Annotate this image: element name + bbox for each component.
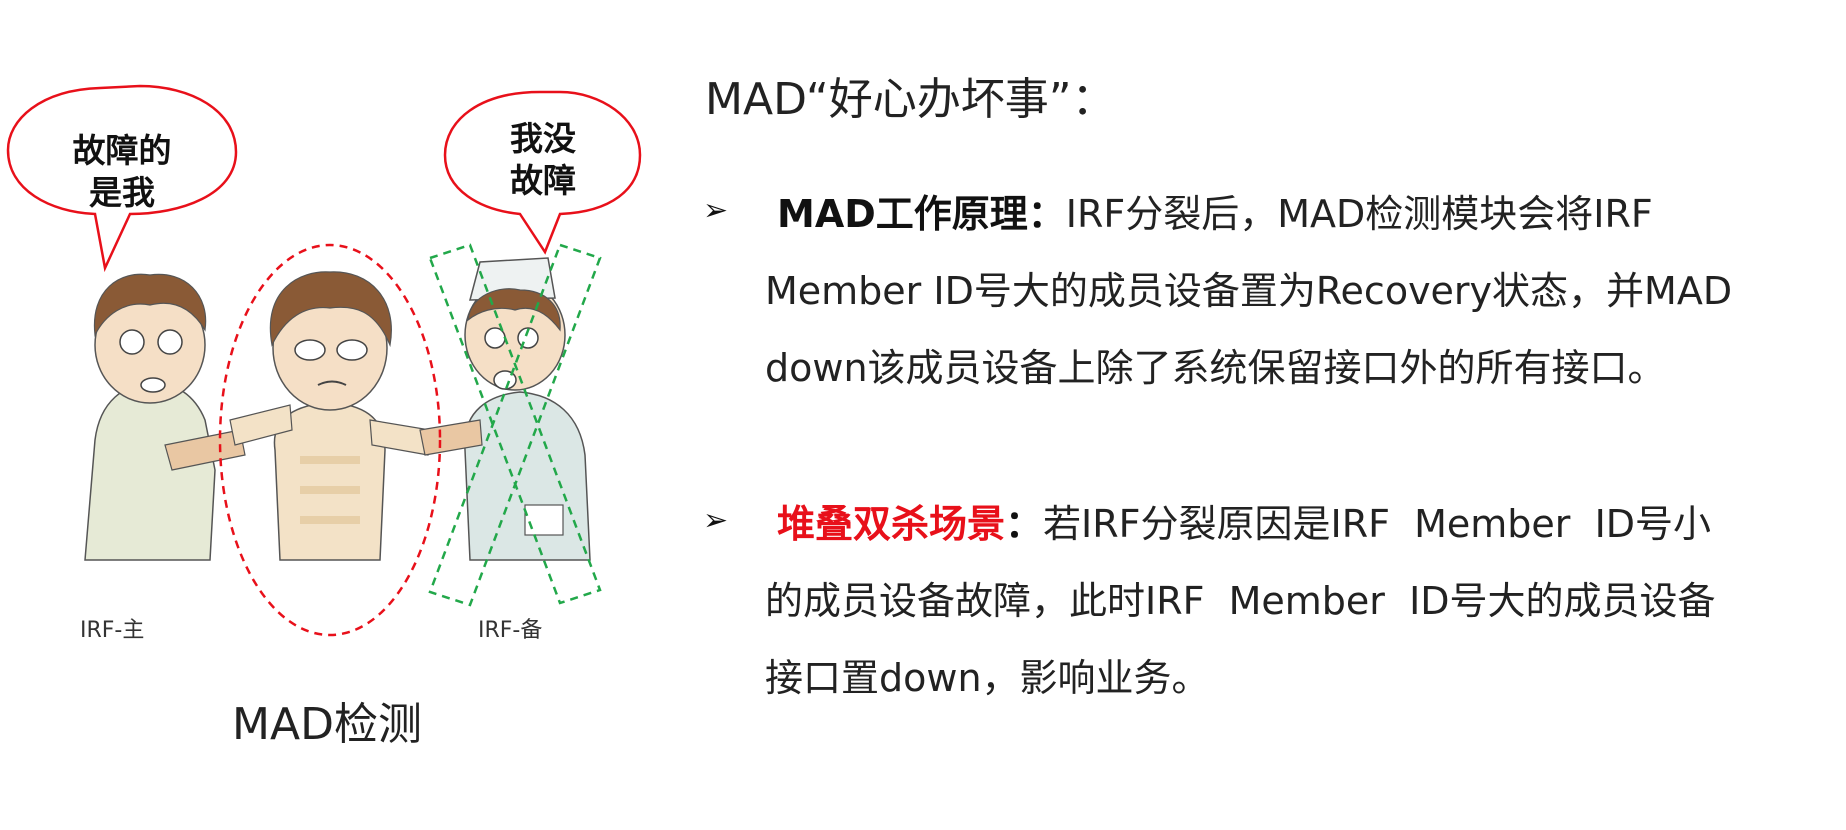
label-irf-master: IRF-主 — [80, 618, 145, 643]
bubble-right-line1: 我没 — [510, 119, 576, 158]
bullet-mad-principle: MAD工作原理：IRF分裂后，MAD检测模块会将IRF Member ID号大的… — [765, 176, 1815, 407]
cross-out-mark — [428, 243, 602, 607]
bullet-dual-kill: 堆叠双杀场景：若IRF分裂原因是IRF Member ID号小 的成员设备故障，… — [765, 486, 1815, 717]
bullet-1-line-1: MAD工作原理：IRF分裂后，MAD检测模块会将IRF — [777, 176, 1827, 253]
mad-illustration — [6, 84, 642, 637]
bullet-2-line-3: 接口置down，影响业务。 — [765, 656, 1210, 700]
bullet-1-line-2: Member ID号大的成员设备置为Recovery状态，并MAD — [765, 269, 1733, 313]
label-irf-backup: IRF-备 — [478, 618, 543, 643]
speech-bubble-right — [443, 90, 642, 255]
person-master-figure — [84, 273, 246, 561]
bullet-2-text-1: 若IRF分裂原因是IRF Member ID号小 — [1043, 502, 1712, 546]
arrow-bullet-icon: ➢ — [703, 503, 729, 538]
bullet-1-text-1: IRF分裂后，MAD检测模块会将IRF — [1065, 192, 1653, 236]
bullet-2-line-1: 堆叠双杀场景：若IRF分裂原因是IRF Member ID号小 — [777, 486, 1827, 563]
bubble-right-text: 我没 故障 — [488, 118, 598, 202]
bullet-2-lead: 堆叠双杀场景 — [777, 502, 1006, 546]
bubble-left-line2: 是我 — [89, 173, 155, 212]
bullet-1-colon: ： — [1027, 192, 1066, 236]
bullet-2-colon: ： — [1005, 502, 1044, 546]
person-middle-figure — [229, 271, 431, 561]
figure-caption: MAD检测 — [232, 699, 422, 750]
bubble-left-line1: 故障的 — [72, 131, 172, 170]
bubble-left-text: 故障的 是我 — [52, 130, 192, 214]
bullet-1-lead: MAD工作原理 — [777, 192, 1028, 236]
bullet-1-line-3: down该成员设备上除了系统保留接口外的所有接口。 — [765, 346, 1666, 390]
highlight-ellipse — [218, 243, 442, 637]
bubble-right-line2: 故障 — [510, 161, 576, 200]
speech-bubble-left — [6, 84, 238, 273]
arrow-bullet-icon: ➢ — [703, 193, 729, 228]
page-title: MAD“好心办坏事”： — [705, 74, 1116, 125]
bullet-2-line-2: 的成员设备故障，此时IRF Member ID号大的成员设备 — [765, 579, 1716, 623]
